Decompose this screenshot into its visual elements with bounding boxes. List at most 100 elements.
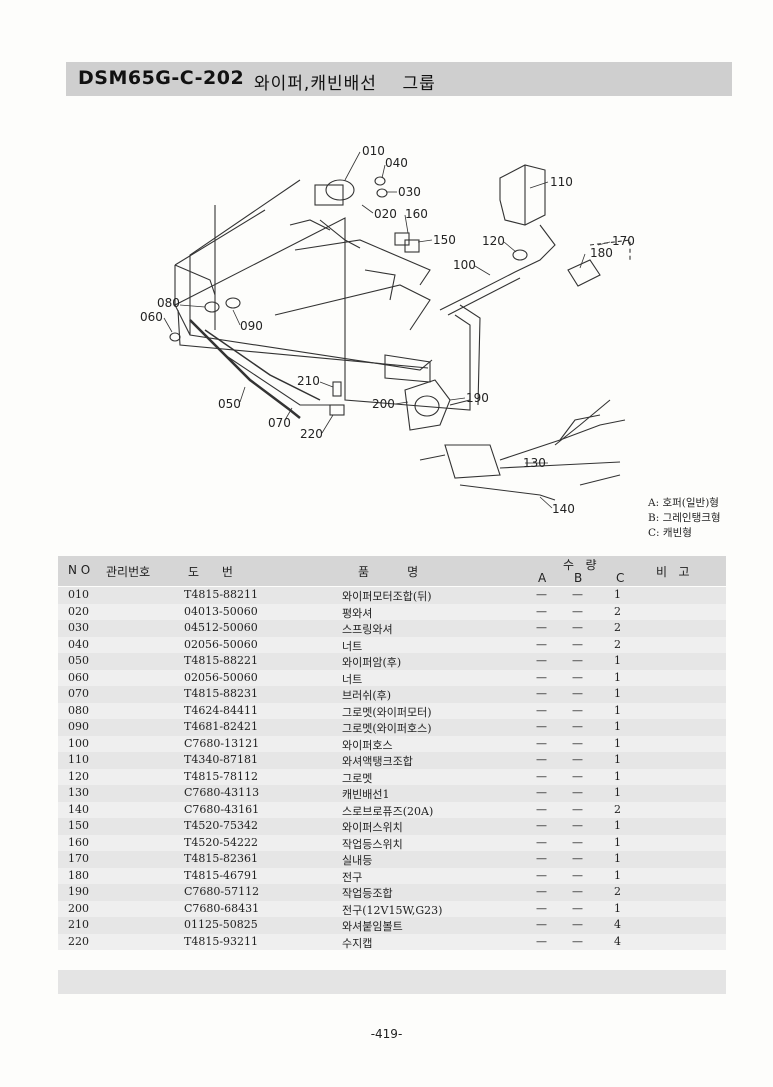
cell-part: T4520-54222 bbox=[184, 835, 259, 849]
cell-name: 브러쉬(후) bbox=[342, 689, 392, 702]
cell-b: — bbox=[572, 885, 583, 898]
cell-b: — bbox=[572, 852, 583, 865]
cell-part: 04013-50060 bbox=[184, 604, 258, 618]
header-qty-c: C bbox=[616, 571, 625, 585]
cell-part: C7680-43113 bbox=[184, 786, 260, 799]
cell-no: 010 bbox=[68, 588, 89, 601]
cell-b: — bbox=[572, 703, 583, 717]
cell-name: 와셔붙임볼트 bbox=[342, 920, 403, 933]
header-remarks: 비 고 bbox=[656, 565, 690, 579]
callout-210: 210 bbox=[297, 374, 320, 388]
header-mgmt-no: 관리번호 bbox=[106, 565, 151, 579]
cell-name: 와이퍼스위치 bbox=[342, 821, 403, 834]
cell-name: 작업등스위치 bbox=[342, 837, 403, 851]
cell-b: — bbox=[572, 786, 583, 799]
cell-name: 와이퍼호스 bbox=[342, 738, 393, 752]
cell-part: 02056-50060 bbox=[184, 670, 258, 684]
callout-160: 160 bbox=[405, 207, 428, 221]
cell-no: 220 bbox=[68, 934, 89, 948]
cell-c: 2 bbox=[614, 637, 621, 651]
cell-no: 180 bbox=[68, 868, 89, 882]
parts-diagram: 010 040 030 020 160 150 110 120 170 180 … bbox=[140, 144, 635, 516]
group-title: 와이퍼,캐빈배선 그룹 bbox=[254, 74, 436, 94]
cell-b: — bbox=[572, 918, 583, 931]
callout-220: 220 bbox=[300, 427, 323, 441]
cell-name: 그로멧(와이퍼모터) bbox=[342, 705, 432, 719]
cell-b: — bbox=[572, 670, 583, 684]
callout-140: 140 bbox=[552, 502, 575, 516]
cell-b: — bbox=[572, 720, 583, 733]
cell-a: — bbox=[536, 588, 547, 601]
cell-c: 1 bbox=[614, 769, 621, 783]
cell-no: 190 bbox=[68, 885, 89, 898]
cell-c: 2 bbox=[614, 802, 621, 816]
cell-name: 전구 bbox=[342, 870, 363, 884]
callout-170: 170 bbox=[612, 234, 635, 248]
cell-c: 2 bbox=[614, 885, 621, 898]
header-drawing-no: 도 번 bbox=[188, 565, 233, 579]
cell-a: — bbox=[536, 621, 547, 634]
cell-part: 02056-50060 bbox=[184, 637, 258, 651]
cell-a: — bbox=[536, 753, 547, 766]
title-bar: DSM65G-C-202 와이퍼,캐빈배선 그룹 bbox=[66, 62, 732, 96]
callout-050: 050 bbox=[218, 397, 241, 411]
cell-no: 200 bbox=[68, 901, 89, 915]
cell-c: 2 bbox=[614, 621, 621, 634]
cell-c: 1 bbox=[614, 786, 621, 799]
cell-c: 4 bbox=[614, 918, 621, 931]
group-code: DSM65G-C-202 bbox=[78, 67, 245, 89]
legend-c: C: 캐빈형 bbox=[648, 527, 692, 539]
cell-part: T4681-82421 bbox=[184, 720, 259, 733]
cell-c: 2 bbox=[614, 604, 621, 618]
callout-190: 190 bbox=[466, 391, 489, 405]
cell-name: 그로멧(와이퍼호스) bbox=[342, 722, 432, 735]
cell-c: 1 bbox=[614, 819, 621, 832]
cell-a: — bbox=[536, 901, 547, 915]
cell-no: 210 bbox=[68, 918, 89, 931]
cell-name: 너트 bbox=[342, 672, 363, 686]
cell-c: 1 bbox=[614, 720, 621, 733]
cell-c: 1 bbox=[614, 901, 621, 915]
cell-part: T4815-46791 bbox=[184, 868, 259, 882]
cell-name: 와이퍼모터조합(뒤) bbox=[342, 590, 432, 603]
cell-name: 스프링와셔 bbox=[342, 623, 393, 636]
cell-no: 140 bbox=[68, 802, 89, 816]
cell-part: C7680-43161 bbox=[184, 802, 260, 816]
table-footer-band bbox=[58, 970, 726, 994]
cell-b: — bbox=[572, 687, 583, 700]
cell-b: — bbox=[572, 621, 583, 634]
cell-a: — bbox=[536, 819, 547, 832]
cell-c: 1 bbox=[614, 588, 621, 601]
cell-no: 030 bbox=[68, 621, 89, 634]
cell-part: T4624-84411 bbox=[184, 703, 259, 717]
cell-c: 1 bbox=[614, 654, 621, 667]
cell-a: — bbox=[536, 802, 547, 816]
callout-090: 090 bbox=[240, 319, 263, 333]
cell-part: T4815-82361 bbox=[184, 852, 259, 865]
cell-name: 수지캡 bbox=[342, 936, 373, 950]
cell-no: 050 bbox=[68, 654, 89, 667]
cell-c: 4 bbox=[614, 934, 621, 948]
cell-b: — bbox=[572, 637, 583, 651]
cell-b: — bbox=[572, 835, 583, 849]
cell-b: — bbox=[572, 868, 583, 882]
cell-c: 1 bbox=[614, 687, 621, 700]
cell-name: 실내등 bbox=[342, 854, 373, 867]
callout-070: 070 bbox=[268, 416, 291, 430]
cell-c: 1 bbox=[614, 736, 621, 750]
cell-b: — bbox=[572, 901, 583, 915]
cell-a: — bbox=[536, 835, 547, 849]
